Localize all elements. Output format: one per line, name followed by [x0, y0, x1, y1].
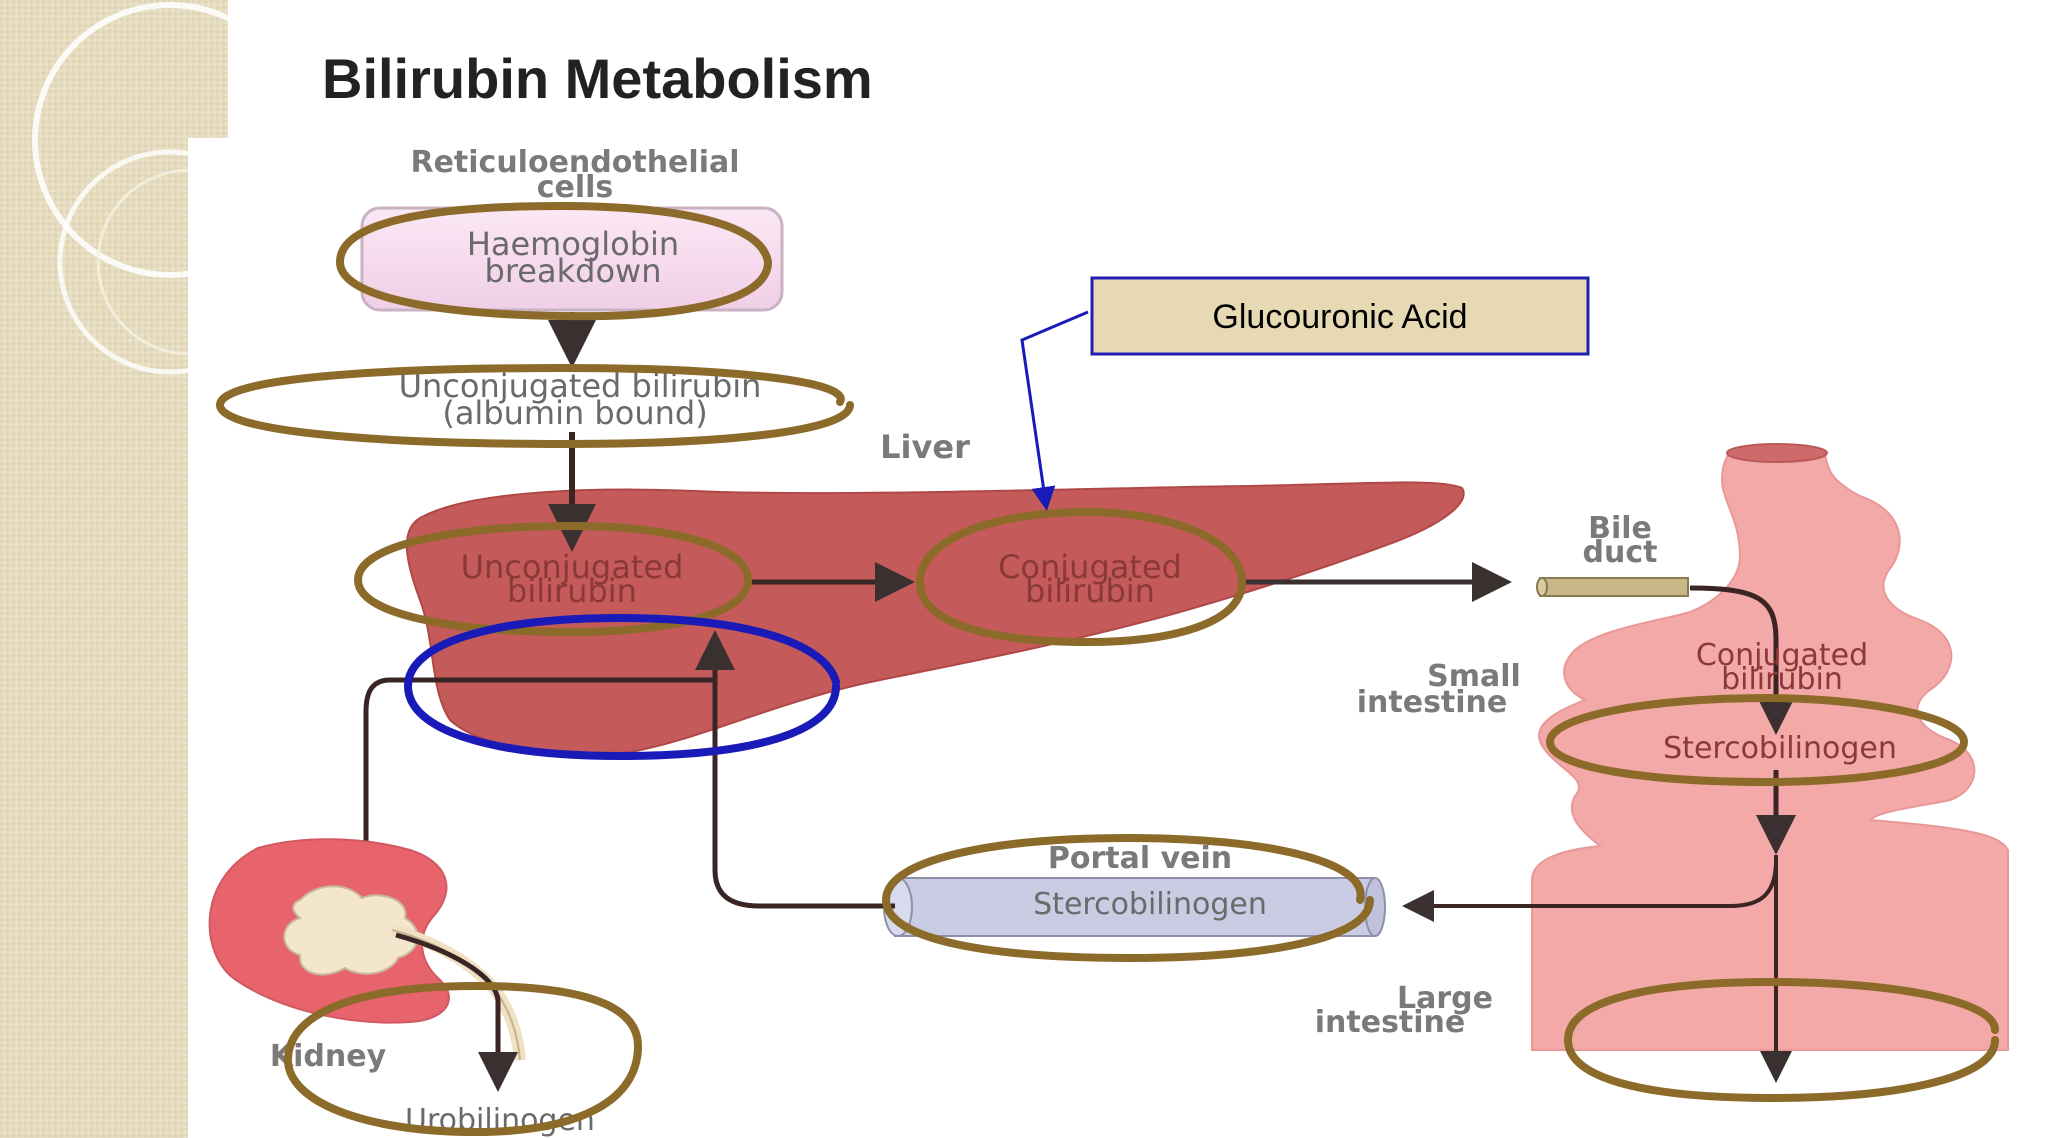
reticuloendothelial-label-line2: cells: [537, 170, 614, 205]
glucuronic-acid-pointer: [1020, 310, 1089, 511]
bile-path-down: [1689, 585, 1796, 735]
portal-vein-label: Portal vein: [1048, 841, 1232, 876]
conj-intestine-label-line1: Conjugated: [1696, 638, 1868, 673]
liver-shape: [405, 481, 1465, 756]
conj-liver-label-line2: bilirubin: [1025, 572, 1155, 610]
highlight-large-intestine-exit: [1563, 977, 1999, 1103]
highlight-annotations: [215, 201, 1999, 1137]
path-intestine-to-portal: [1402, 859, 1778, 922]
intestine-opening: [1726, 443, 1828, 463]
highlight-blue-liver-underside: [403, 613, 840, 761]
highlight-portal-vein: [881, 833, 1374, 963]
glucuronic-acid-callout-box: [1090, 276, 1590, 356]
highlight-sterco-intestine: [1545, 693, 1969, 787]
stercobilinogen-intestine-label: Stercobilinogen: [1663, 731, 1897, 766]
small-intestine-label-line2: intestine: [1357, 685, 1508, 720]
intestine-shape: [1531, 448, 2009, 1051]
unconj-albumin-label-line2: (albumin bound): [442, 394, 707, 432]
kidney-shape: [208, 838, 526, 1061]
liver-label: Liver: [880, 428, 970, 466]
highlight-urobilinogen: [283, 981, 643, 1137]
highlight-unconj-albumin: [215, 363, 854, 449]
unconj-liver-label-line1: Unconjugated: [461, 548, 684, 586]
highlight-conj-liver: [915, 507, 1247, 647]
haemoglobin-label-line1: Haemoglobin: [467, 225, 679, 263]
highlight-haemoglobin: [335, 201, 773, 321]
large-intestine-label-line1: Large: [1397, 981, 1493, 1016]
bile-duct-tube: [1536, 577, 1689, 597]
path-portal-to-liver: [695, 630, 895, 909]
unconj-liver-label-line2: bilirubin: [507, 572, 637, 610]
glucuronic-acid-label: Glucouronic Acid: [1212, 298, 1467, 336]
bile-duct-label-line1: Bile: [1588, 511, 1652, 546]
slide-title: Bilirubin Metabolism: [322, 47, 873, 110]
highlight-unconj-liver: [353, 521, 753, 637]
small-intestine-label-line1: Small: [1427, 659, 1521, 694]
reticuloendothelial-label-line1: Reticuloendothelial: [410, 145, 739, 180]
conj-liver-label-line1: Conjugated: [998, 548, 1182, 586]
haemoglobin-label-line2: breakdown: [485, 252, 662, 290]
bile-duct-label-line2: duct: [1583, 535, 1658, 570]
large-intestine-label-line2: intestine: [1315, 1005, 1466, 1040]
stercobilinogen-portal-label: Stercobilinogen: [1033, 887, 1267, 922]
arrow-kidney-to-urobilinogen: [395, 932, 518, 1092]
path-liver-to-kidney: [346, 677, 715, 938]
conj-intestine-label-line2: bilirubin: [1721, 662, 1843, 697]
portal-vein-tube: [883, 877, 1386, 937]
